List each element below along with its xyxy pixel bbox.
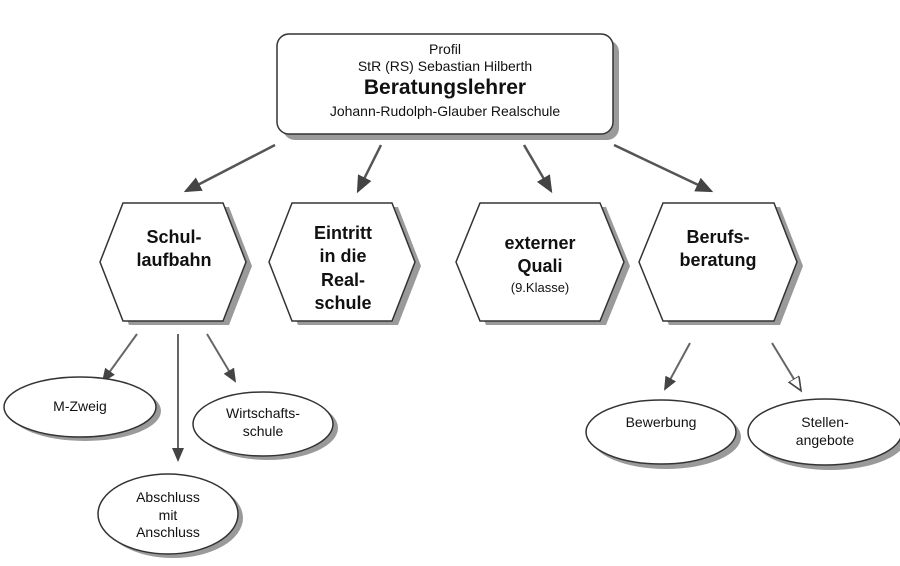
- ellipse-wirtschaft-label: Wirtschafts- schule: [226, 405, 300, 439]
- hexagon-schullaufbahn-label: Schul- laufbahn: [136, 227, 212, 271]
- ellipse-bewerbung: [585, 399, 741, 469]
- root-connectors: [183, 143, 714, 194]
- connector-hex1-wirtschaft: [206, 333, 237, 383]
- connector-hex4-bewerbung: [664, 342, 691, 391]
- root-title: Beratungslehrer: [363, 76, 527, 99]
- connector-root-hex3: [522, 144, 553, 194]
- hexagon-quali-label: externer Quali: [504, 233, 576, 277]
- connector-hex4-stellen: [771, 342, 800, 389]
- ellipse-mzweig: [3, 376, 161, 441]
- connector-root-hex4: [613, 143, 714, 193]
- ellipse-bewerbung-label: Bewerbung: [625, 414, 697, 430]
- hexagon-berufsberatung-label: Berufs- beratung: [679, 227, 757, 271]
- connector-root-hex2: [356, 144, 383, 194]
- hexagon-eintritt: [268, 202, 421, 325]
- ellipse-stellen-label: Stellen- angebote: [795, 414, 855, 448]
- ellipse-abschluss-label: Abschluss mit Anschluss: [136, 489, 200, 540]
- hexagon-quali: [455, 202, 630, 325]
- ellipse-abschluss: [97, 473, 243, 558]
- berufsberatung-connectors: [664, 342, 800, 391]
- hexagon-quali-sublabel: (9.Klasse): [510, 279, 570, 295]
- connector-root-hex1: [183, 143, 276, 193]
- ellipse-wirtschaft: [192, 391, 338, 460]
- connector-hex1-mzweig: [101, 333, 138, 383]
- hexagon-eintritt-label: Eintritt in die Real- schule: [314, 223, 372, 314]
- root-box: [276, 33, 619, 140]
- root-profil: Profil: [429, 41, 461, 57]
- hexagon-berufsberatung: [638, 202, 803, 325]
- schullaufbahn-connectors: [101, 333, 237, 462]
- ellipse-stellen: [747, 398, 900, 470]
- hexagon-quali-text: externer Quali (9.Klasse): [462, 232, 618, 295]
- root-teacher-name: StR (RS) Sebastian Hilberth: [357, 58, 533, 74]
- root-school: Johann-Rudolph-Glauber Realschule: [329, 103, 561, 119]
- hexagon-schullaufbahn: [99, 202, 252, 325]
- ellipse-mzweig-label: M-Zweig: [53, 398, 107, 414]
